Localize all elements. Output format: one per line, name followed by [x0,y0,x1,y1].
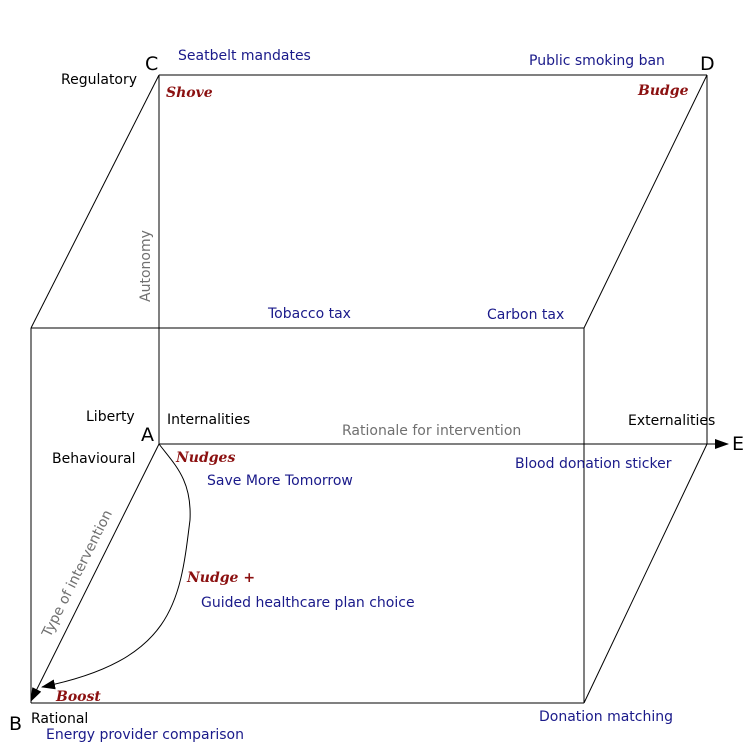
label-externalities: Externalities [628,413,715,429]
example-tobacco-tax: Tobacco tax [267,306,351,322]
approach-budge: Budge [637,83,689,99]
example-smoking-ban: Public smoking ban [529,53,665,69]
cube-edges [30,74,708,704]
example-carbon-tax: Carbon tax [487,307,564,323]
label-internalities: Internalities [167,412,250,428]
corner-label-d: D [700,53,715,75]
label-regulatory: Regulatory [61,72,137,88]
approach-shove: Shove [166,85,213,101]
edge-depth-bottom-right [583,443,708,704]
approach-nudges: Nudges [175,450,235,466]
axis-title-rationale: Rationale for intervention [342,423,521,439]
example-donation-matching: Donation matching [539,709,673,725]
label-liberty: Liberty [86,409,135,425]
nudge-curve [41,443,191,690]
approach-nudge-plus: Nudge + [186,570,255,586]
axis-title-type: Type of intervention [39,508,116,641]
edge-depth-top-right [583,74,708,329]
example-energy-comparison: Energy provider comparison [46,727,244,743]
example-save-more: Save More Tomorrow [207,473,353,489]
axis-title-autonomy: Autonomy [138,230,154,302]
example-healthcare-plan: Guided healthcare plan choice [201,595,415,611]
axis-type-arrow [30,443,160,702]
label-rational: Rational [31,711,88,727]
example-blood-donation: Blood donation sticker [515,456,672,472]
approach-boost: Boost [55,689,101,705]
corner-label-a: A [141,424,154,446]
example-seatbelt: Seatbelt mandates [178,48,311,64]
corner-label-e: E [732,433,744,455]
label-behavioural: Behavioural [52,451,136,467]
corner-label-b: B [9,713,22,735]
edge-depth-top-left [30,74,160,329]
corner-label-c: C [145,53,158,75]
